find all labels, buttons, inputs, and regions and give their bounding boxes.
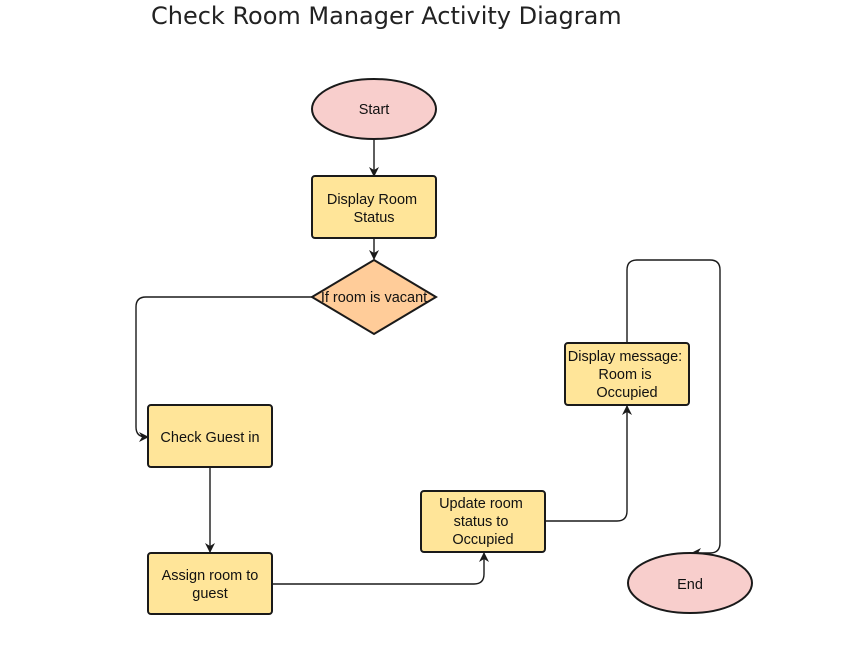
display-room-status-node: Display Room Status: [311, 175, 437, 239]
check-guest-in-node: Check Guest in: [147, 404, 273, 468]
assign-room-node: Assign room to guest: [147, 552, 273, 615]
room-vacant-decision-node: If room is vacant: [310, 258, 438, 336]
decision-label: If room is vacant: [321, 290, 427, 306]
diagram-title: Check Room Manager Activity Diagram: [151, 2, 622, 30]
edge-assign-to-update: [273, 552, 489, 585]
update-room-status-node: Update room status to Occupied: [420, 490, 546, 553]
end-node: End: [627, 552, 753, 614]
display-message-node: Display message: Room is Occupied: [564, 342, 690, 406]
start-node: Start: [311, 78, 437, 140]
start-label: Start: [359, 102, 390, 118]
edge-message-to-end: [626, 259, 721, 558]
display-message-label: Display message: Room is Occupied: [568, 349, 686, 401]
edge-update-to-message: [546, 405, 632, 522]
display-room-status-label: Display Room Status: [327, 192, 421, 226]
update-room-status-label: Update room status to Occupied: [439, 496, 527, 548]
end-label: End: [677, 577, 703, 593]
connectors: [135, 139, 721, 585]
edge-decision-to-check-in: [135, 296, 313, 442]
check-guest-in-label: Check Guest in: [160, 430, 259, 446]
assign-room-label: Assign room to guest: [162, 568, 263, 602]
